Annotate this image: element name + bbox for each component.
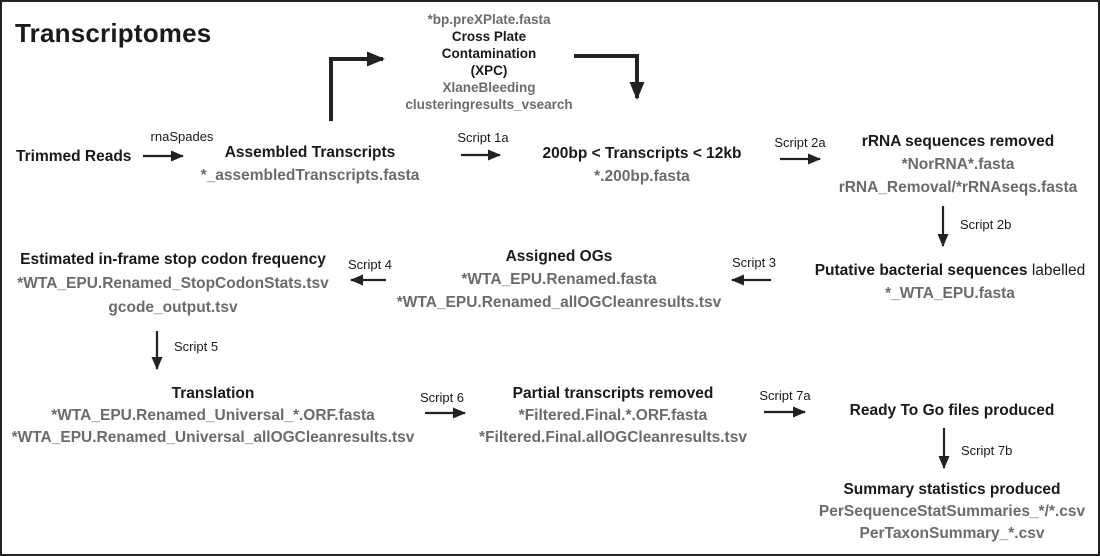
node-label: Assembled Transcripts [224,144,396,161]
edge-label-script-4: Script 4 [347,257,393,272]
file-name: *_assembledTranscripts.fasta [200,167,420,184]
file-name: *NorRNA*.fasta [901,156,1015,173]
file-name: PerTaxonSummary_*.csv [859,525,1045,542]
edge-label-script-7a: Script 7a [759,388,811,403]
file-name: *WTA_EPU.Renamed_Universal_allOGCleanres… [11,429,415,446]
node-label: Contamination [441,46,537,61]
file-name: *Filtered.Final.*.ORF.fasta [518,407,708,424]
edge-label-rnaspades: rnaSpades [150,129,214,144]
file-name: PerSequenceStatSummaries_*/*.csv [818,503,1086,520]
node-label: 200bp < Transcripts < 12kb [542,145,742,162]
node-cross-plate-contamination: *bp.preXPlate.fasta Cross Plate Contamin… [359,11,619,113]
node-assigned-ogs: Assigned OGs *WTA_EPU.Renamed.fasta *WTA… [389,245,729,314]
file-name: *_WTA_EPU.fasta [885,284,1015,302]
node-stop-codon-frequency: Estimated in-frame stop codon frequency … [8,248,338,320]
node-summary-statistics: Summary statistics produced PerSequenceS… [797,479,1098,545]
node-partial-transcripts-removed: Partial transcripts removed *Filtered.Fi… [463,383,763,449]
node-label: Translation [171,385,255,402]
file-name: *.200bp.fasta [594,168,690,185]
node-ready-to-go: Ready To Go files produced [802,402,1098,419]
node-label: rRNA sequences removed [861,133,1055,150]
edge-label-script-5: Script 5 [174,339,219,354]
file-name: XlaneBleeding [442,80,536,95]
node-size-filter: 200bp < Transcripts < 12kb *.200bp.fasta [492,142,792,188]
edge-label-script-2a: Script 2a [774,135,826,150]
file-name: *WTA_EPU.Renamed_Universal_*.ORF.fasta [51,407,375,424]
node-trimmed-reads: Trimmed Reads [16,149,131,165]
edge-label-script-2b: Script 2b [960,217,1012,232]
node-label: Summary statistics produced [843,481,1061,498]
file-name: *WTA_EPU.Renamed.fasta [461,271,657,288]
page-title: Transcriptomes [15,18,212,48]
node-label: Assigned OGs [505,248,613,265]
node-label: Trimmed Reads [16,148,132,165]
file-name: *WTA_EPU.Renamed_allOGCleanresults.tsv [396,294,722,311]
file-name: *Filtered.Final.allOGCleanresults.tsv [479,429,747,446]
file-name: *WTA_EPU.Renamed_StopCodonStats.tsv [17,275,329,292]
file-name: rRNA_Removal/*rRNAseqs.fasta [838,179,1078,196]
edge-label-script-6: Script 6 [419,390,465,405]
node-label: Putative bacterial sequences [814,262,1028,279]
node-label: Estimated in-frame stop codon frequency [20,251,326,268]
edge-label-script-3: Script 3 [731,255,777,270]
edge-label-script-1a: Script 1a [457,130,509,145]
edge-label-script-7b: Script 7b [961,443,1013,458]
file-name: clusteringresults_vsearch [405,97,573,112]
node-translation: Translation *WTA_EPU.Renamed_Universal_*… [8,383,418,449]
node-label-suffix: labelled [1031,262,1086,279]
node-label: (XPC) [470,63,508,78]
node-rrna-sequences-removed: rRNA sequences removed *NorRNA*.fasta rR… [808,130,1098,199]
node-assembled-transcripts: Assembled Transcripts *_assembledTranscr… [160,141,460,187]
node-label: Cross Plate [451,29,527,44]
node-label: Ready To Go files produced [849,402,1055,419]
node-label: Partial transcripts removed [512,385,714,402]
file-name: *bp.preXPlate.fasta [427,12,551,27]
file-name: gcode_output.tsv [108,299,238,316]
